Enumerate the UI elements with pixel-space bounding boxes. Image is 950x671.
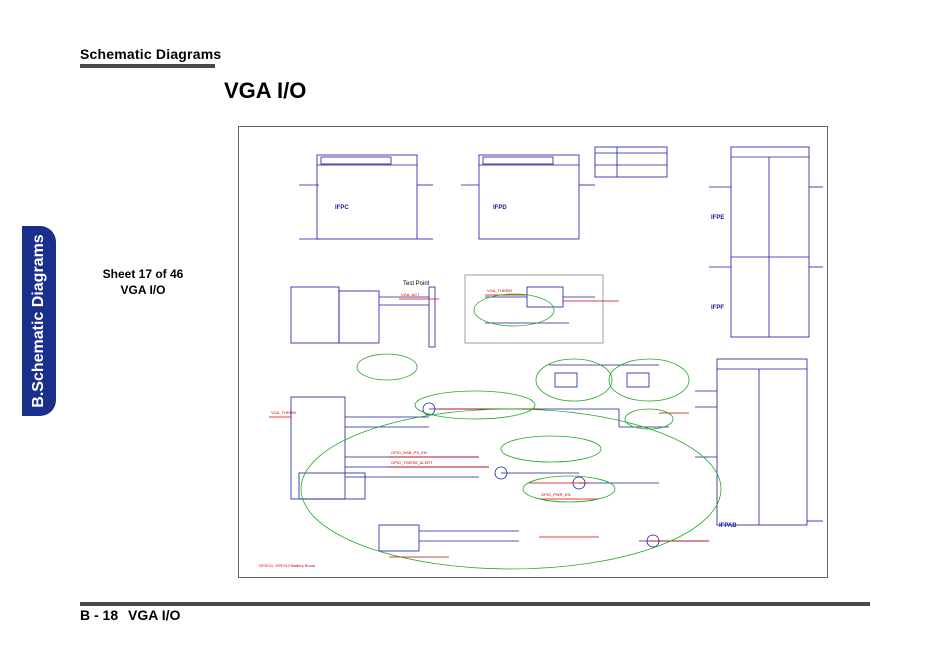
- block-ifpd: IFPD: [493, 205, 507, 211]
- svg-text:VGA_ACT: VGA_ACT: [401, 292, 420, 297]
- block-ifpf: IFPF: [711, 305, 724, 311]
- footer: B - 18 VGA I/O: [80, 607, 186, 623]
- footer-rule: [80, 602, 870, 606]
- svg-text:GPIO_THERM_ALERT: GPIO_THERM_ALERT: [391, 460, 433, 465]
- side-tab-label: B.Schematic Diagrams: [30, 234, 47, 408]
- footer-title: VGA I/O: [128, 607, 181, 623]
- svg-text:VGA_THERM: VGA_THERM: [487, 288, 512, 293]
- sheet-caption: Sheet 17 of 46 VGA I/O: [80, 266, 206, 298]
- page-title: VGA I/O: [224, 78, 307, 103]
- header-rule: [80, 64, 215, 68]
- svg-text:VGA_THERM: VGA_THERM: [271, 410, 296, 415]
- section-title: Schematic Diagrams: [80, 46, 222, 62]
- side-tab[interactable]: B.Schematic Diagrams: [22, 226, 56, 416]
- block-ifpab: IFPAB: [719, 523, 737, 529]
- schematic-drawing: VGA_ACT VGA_THERM VGA_THERM GPIO_NSB_PS_…: [259, 146, 823, 570]
- sheet-number: Sheet 17 of 46: [102, 267, 184, 281]
- block-ifpc: IFPC: [335, 205, 349, 211]
- sheet-name: VGA I/O: [120, 283, 166, 297]
- svg-text:GPIO_PWR_EN: GPIO_PWR_EN: [541, 492, 570, 497]
- svg-text:GPIO11, GPIO13 Battery Boost: GPIO11, GPIO13 Battery Boost: [259, 563, 316, 568]
- schematic-frame: VGA_ACT VGA_THERM VGA_THERM GPIO_NSB_PS_…: [238, 126, 828, 578]
- footer-page-number: B - 18: [80, 607, 119, 623]
- svg-text:GPIO_NSB_PS_EN: GPIO_NSB_PS_EN: [391, 450, 427, 455]
- block-ifpe: IFPE: [711, 215, 724, 221]
- test-point-label: Test Point: [403, 281, 430, 287]
